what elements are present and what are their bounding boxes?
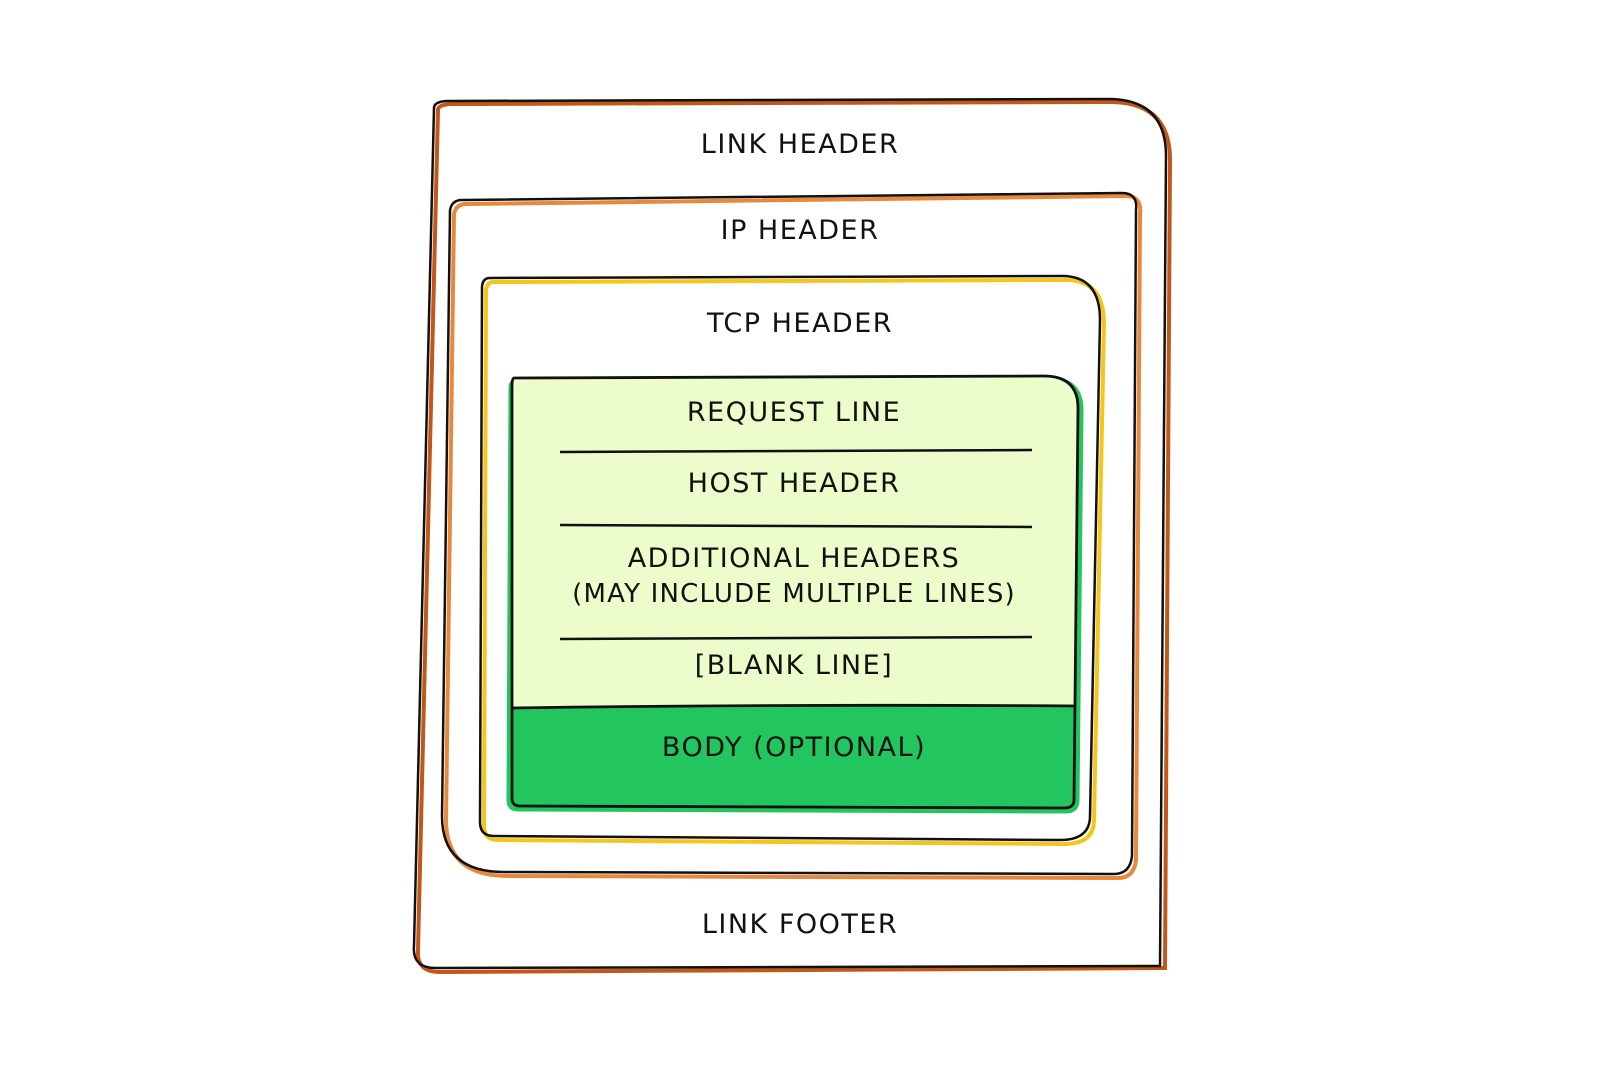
- blank-line-label: [BLANK LINE]: [695, 650, 893, 681]
- host-header-label: HOST HEADER: [688, 468, 901, 499]
- additional-headers-note: (MAY INCLUDE MULTIPLE LINES): [572, 579, 1016, 609]
- row-divider-1: [559, 448, 1033, 454]
- body-optional-label: BODY (OPTIONAL): [662, 732, 926, 763]
- link-footer-label: LINK FOOTER: [702, 909, 898, 940]
- http-message-block: [506, 374, 1084, 814]
- tcp-header-label: TCP HEADER: [706, 308, 893, 339]
- head-body-divider: [511, 703, 1077, 710]
- additional-headers-label: ADDITIONAL HEADERS: [628, 543, 961, 574]
- link-header-label: LINK HEADER: [701, 129, 899, 160]
- http-head-section: [512, 376, 1078, 708]
- row-divider-3: [559, 635, 1033, 641]
- row-divider-2: [559, 523, 1033, 529]
- http-body-section: [512, 706, 1076, 808]
- request-line-label: REQUEST LINE: [687, 397, 901, 428]
- ip-header-label: IP HEADER: [721, 215, 880, 246]
